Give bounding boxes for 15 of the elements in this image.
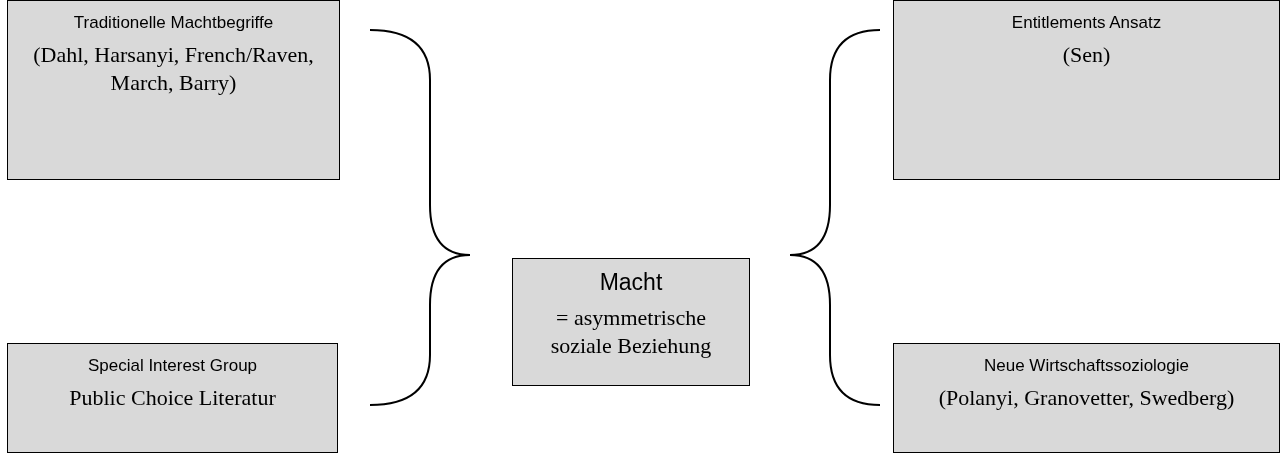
body-text: Public Choice Literatur [68, 384, 277, 412]
concept-box [512, 258, 750, 386]
body-text: (Sen) [1061, 41, 1112, 69]
heading-text: Macht [599, 269, 663, 296]
concept-box [7, 343, 338, 453]
body-text: = asymmetrische soziale Beziehung [549, 304, 713, 360]
body-text: (Dahl, Harsanyi, French/Raven, March, Barry) [32, 41, 315, 97]
heading-text: Traditionelle Machtbegriffe [73, 13, 274, 33]
heading-text: Entitlements Ansatz [1011, 13, 1162, 33]
concept-box [7, 0, 340, 180]
concept-box [893, 0, 1280, 180]
body-text: (Polanyi, Granovetter, Swedberg) [937, 384, 1236, 412]
heading-text: Neue Wirtschaftssoziologie [984, 356, 1189, 376]
heading-text: Special Interest Group [87, 356, 258, 376]
concept-box [893, 343, 1280, 453]
